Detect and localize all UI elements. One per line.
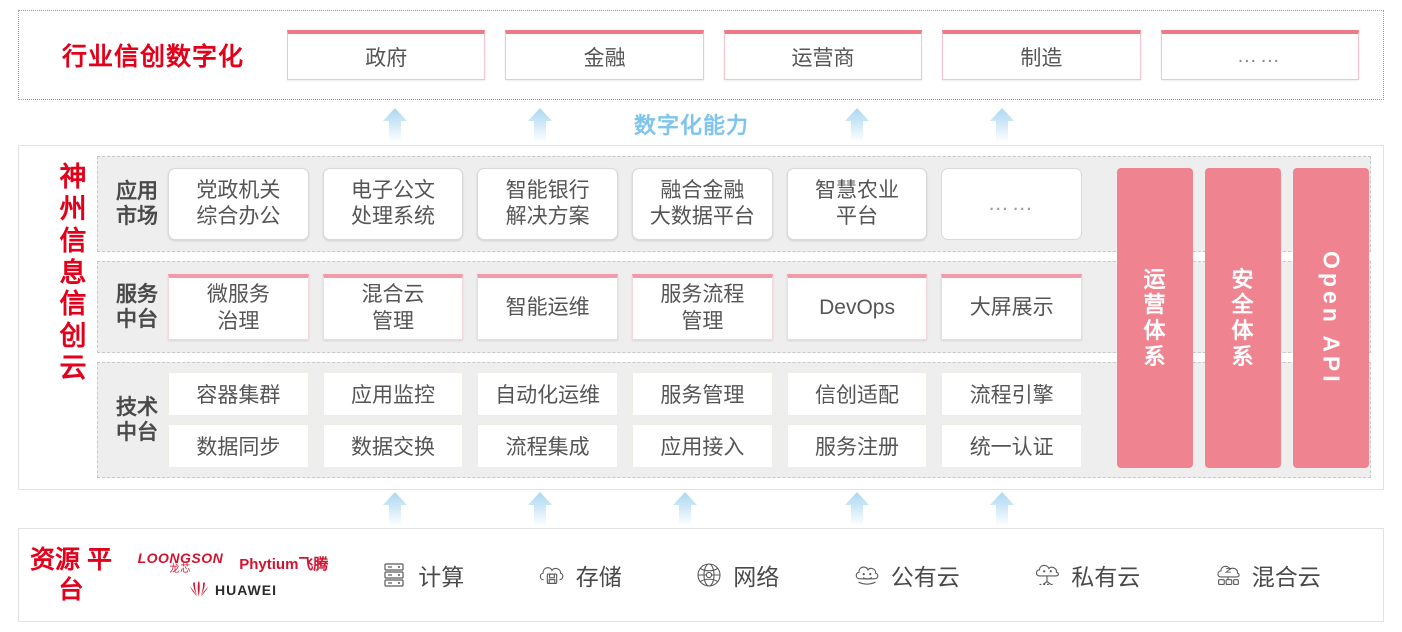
- resource-item-storage[interactable]: 存储: [537, 558, 622, 592]
- private-cloud-icon: [1032, 560, 1062, 590]
- app-card-smart-bank[interactable]: 智能银行 解决方案: [477, 168, 619, 240]
- hybrid-cloud-icon: [1213, 560, 1243, 590]
- up-arrow-icon: [981, 492, 1023, 526]
- vendor-row-bottom: HUAWEI: [189, 581, 277, 599]
- loongson-logo-cn: 龙芯: [169, 564, 192, 575]
- vendor-row-top: LOONGSON 龙芯 Phytium飞腾: [138, 551, 329, 575]
- tech-card-process-engine[interactable]: 流程引擎: [941, 372, 1083, 416]
- resource-item-private-cloud[interactable]: 私有云: [1032, 558, 1140, 592]
- capability-label: 数字化能力: [634, 113, 750, 138]
- pillar-label-security: 安全体系: [1231, 266, 1255, 369]
- resource-item-label-compute: 计算: [418, 564, 465, 590]
- technology-row-1: 容器集群 应用监控 自动化运维 服务管理 信创适配 流程引擎: [168, 372, 1083, 416]
- resource-item-label-hybrid-cloud: 混合云: [1251, 564, 1321, 590]
- resource-item-label-private-cloud: 私有云: [1071, 564, 1141, 590]
- pillar-label-open-api: Open API: [1318, 250, 1345, 386]
- industry-card-list: 政府 金融 运营商 制造 ……: [287, 30, 1383, 80]
- resource-item-label-public-cloud: 公有云: [890, 564, 960, 590]
- tech-card-process-integration[interactable]: 流程集成: [477, 424, 619, 468]
- row-label-technology-platform: 技术 中台: [116, 395, 158, 444]
- service-card-hybrid-cloud-mgmt[interactable]: 混合云 管理: [322, 274, 464, 340]
- resource-platform-container: 资源 平台 LOONGSON 龙芯 Phytium飞腾: [18, 528, 1384, 622]
- network-globe-icon: [694, 560, 724, 590]
- pillar-label-operations: 运营体系: [1143, 266, 1167, 369]
- service-card-smart-ops[interactable]: 智能运维: [477, 274, 619, 340]
- tech-card-unified-auth[interactable]: 统一认证: [941, 424, 1083, 468]
- tech-card-app-access[interactable]: 应用接入: [632, 424, 773, 468]
- resource-item-network[interactable]: 网络: [694, 558, 779, 592]
- service-platform-card-list: 微服务 治理 混合云 管理 智能运维 服务流程 管理 DevOps 大屏展示: [168, 274, 1362, 340]
- loongson-logo-text: LOONGSON: [137, 550, 224, 566]
- technology-platform-card-list: 容器集群 应用监控 自动化运维 服务管理 信创适配 流程引擎 数据同步 数据交换…: [168, 372, 1362, 468]
- app-card-edoc-system[interactable]: 电子公文 处理系统: [322, 168, 464, 240]
- tech-card-data-exchange[interactable]: 数据交换: [322, 424, 464, 468]
- resource-item-label-network: 网络: [733, 564, 780, 590]
- cloud-storage-icon: [537, 560, 567, 590]
- up-arrow-icon: [836, 108, 878, 142]
- industry-band: 行业信创数字化 政府 金融 运营商 制造 ……: [18, 10, 1384, 100]
- app-card-finance-bigdata[interactable]: 融合金融 大数据平台: [632, 168, 773, 240]
- up-arrow-icon: [374, 492, 416, 526]
- app-card-government-office[interactable]: 党政机关 综合办公: [168, 168, 309, 240]
- phytium-logo: Phytium飞腾: [239, 555, 329, 573]
- row-label-service-platform: 服务 中台: [116, 282, 158, 331]
- resource-item-hybrid-cloud[interactable]: 混合云: [1213, 558, 1321, 592]
- resource-item-public-cloud[interactable]: 公有云: [852, 558, 960, 592]
- row-label-application-market: 应用 市场: [116, 179, 158, 228]
- resource-item-label-storage: 存储: [575, 564, 622, 590]
- industry-card-government[interactable]: 政府: [287, 30, 486, 80]
- tech-card-data-sync[interactable]: 数据同步: [168, 424, 309, 468]
- tech-card-service-mgmt[interactable]: 服务管理: [632, 372, 773, 416]
- public-cloud-icon: [852, 560, 882, 590]
- industry-card-finance[interactable]: 金融: [505, 30, 704, 80]
- up-arrow-icon: [664, 492, 706, 526]
- industry-band-title: 行业信创数字化: [61, 43, 244, 71]
- tech-card-automated-ops[interactable]: 自动化运维: [477, 372, 619, 416]
- huawei-flower-icon: [189, 581, 209, 599]
- resource-arrow-band: [18, 490, 1384, 526]
- resource-item-list: 计算 存储: [343, 558, 1383, 592]
- resource-item-compute[interactable]: 计算: [379, 558, 464, 592]
- up-arrow-icon: [836, 492, 878, 526]
- service-card-dashboard[interactable]: 大屏展示: [941, 274, 1083, 340]
- up-arrow-icon: [374, 108, 416, 142]
- pillar-operations-system[interactable]: 运营体系: [1117, 168, 1193, 468]
- tech-card-app-monitoring[interactable]: 应用监控: [322, 372, 464, 416]
- tech-card-service-registry[interactable]: 服务注册: [786, 424, 928, 468]
- tech-card-container-cluster[interactable]: 容器集群: [168, 372, 309, 416]
- huawei-logo: HUAWEI: [189, 581, 277, 599]
- pillar-open-api[interactable]: Open API: [1293, 168, 1369, 468]
- cloud-pillar-list: 运营体系 安全体系 Open API: [1117, 168, 1369, 468]
- loongson-logo: LOONGSON 龙芯: [138, 551, 224, 575]
- app-card-smart-agriculture[interactable]: 智慧农业 平台: [786, 168, 928, 240]
- service-card-process-mgmt[interactable]: 服务流程 管理: [632, 274, 773, 340]
- resource-platform-title: 资源 平台: [30, 546, 112, 604]
- technology-row-2: 数据同步 数据交换 流程集成 应用接入 服务注册 统一认证: [168, 424, 1083, 468]
- industry-card-more[interactable]: ……: [1160, 30, 1360, 80]
- cloud-platform-container: 神州信息信创云 应用 市场 党政机关 综合办公 电子公文 处理系统 智能银行 解…: [18, 145, 1384, 490]
- huawei-logo-text: HUAWEI: [215, 582, 277, 598]
- industry-card-telecom[interactable]: 运营商: [723, 30, 923, 80]
- app-card-more[interactable]: ……: [941, 168, 1083, 240]
- up-arrow-icon: [981, 108, 1023, 142]
- service-card-microservice-governance[interactable]: 微服务 治理: [168, 274, 309, 340]
- capability-arrow-band: 数字化能力: [18, 104, 1384, 142]
- vendor-logo-list: LOONGSON 龙芯 Phytium飞腾: [123, 551, 343, 599]
- service-card-devops[interactable]: DevOps: [786, 274, 928, 340]
- industry-card-manufacturing[interactable]: 制造: [942, 30, 1141, 80]
- tech-card-xinchuang-adaptation[interactable]: 信创适配: [786, 372, 928, 416]
- server-rack-icon: [379, 560, 409, 590]
- up-arrow-icon: [519, 492, 561, 526]
- up-arrow-icon: [519, 108, 561, 142]
- pillar-security-system[interactable]: 安全体系: [1205, 168, 1281, 468]
- cloud-platform-title: 神州信息信创云: [59, 162, 87, 384]
- application-market-card-list: 党政机关 综合办公 电子公文 处理系统 智能银行 解决方案 融合金融 大数据平台…: [168, 168, 1362, 240]
